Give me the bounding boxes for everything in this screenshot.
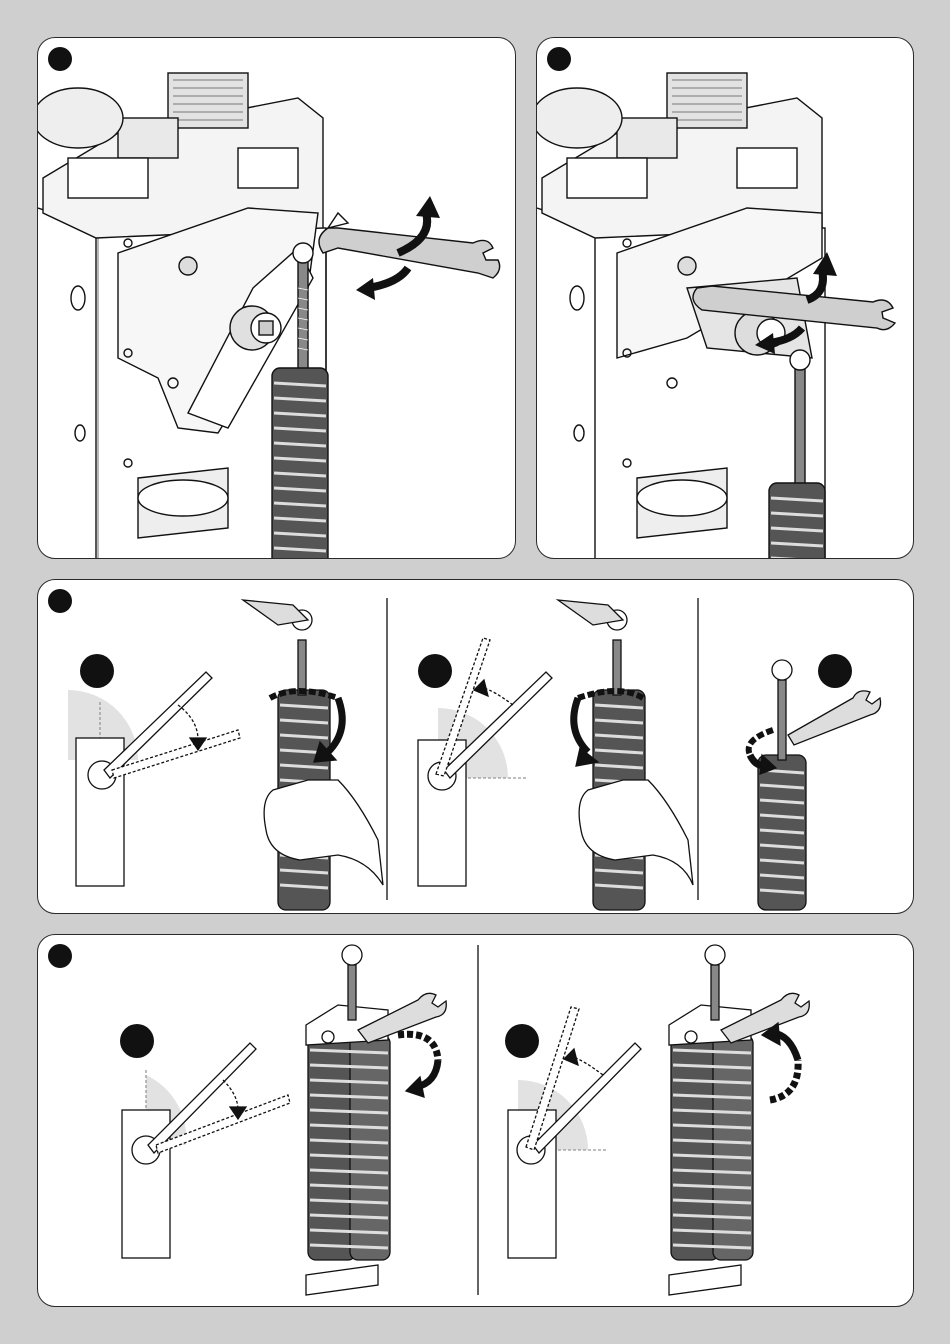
spring-adjustment-sequence (38, 580, 914, 914)
figure-panel-1 (37, 37, 516, 559)
motor-upper-attachment-illustration (38, 38, 516, 559)
double-spring-tension-sequence (38, 935, 914, 1307)
figure-panel-3 (37, 579, 914, 914)
motor-lower-attachment-illustration (537, 38, 914, 559)
figure-panel-4 (37, 934, 914, 1307)
figure-panel-2 (536, 37, 914, 559)
